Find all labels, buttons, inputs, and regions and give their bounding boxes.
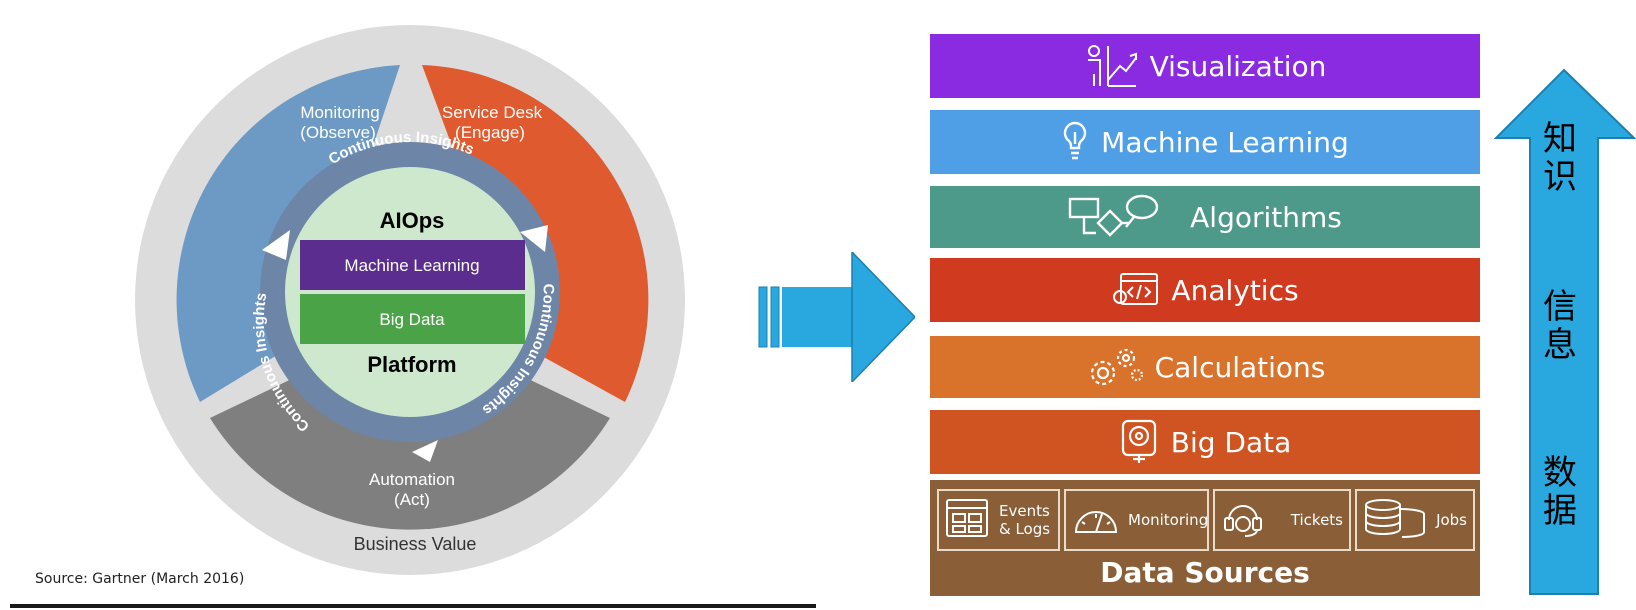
events-logs-label-2: & Logs — [999, 520, 1051, 538]
database-stack-icon — [1363, 498, 1429, 542]
source-tickets: Tickets — [1213, 489, 1351, 551]
source-events-logs: Events & Logs — [937, 489, 1060, 551]
knowledge-char-2: 识 — [1543, 157, 1577, 197]
machine-learning-label: Machine Learning — [344, 256, 479, 275]
events-logs-label-1: Events — [999, 502, 1050, 520]
lightbulb-icon — [1061, 120, 1089, 164]
window-layout-icon — [945, 496, 989, 544]
layer-analytics: Analytics — [930, 258, 1480, 322]
ring-arrowhead-bottom — [412, 440, 438, 462]
jobs-source-label: Jobs — [1436, 511, 1467, 529]
knowledge-char-1: 知 — [1543, 119, 1577, 159]
data-label: 数 据 — [1540, 454, 1580, 530]
data-sources-panel: Events & Logs Monitoring Tickets — [930, 480, 1480, 596]
layer-algorithms-label: Algorithms — [1190, 200, 1342, 234]
layer-machine-learning: Machine Learning — [930, 110, 1480, 174]
data-char-1: 数 — [1543, 453, 1577, 493]
layer-big-data: Big Data — [930, 410, 1480, 474]
monitoring-source-label: Monitoring — [1128, 511, 1209, 529]
automation-sublabel: (Act) — [394, 490, 430, 509]
gears-icon — [1085, 345, 1143, 389]
layer-visualization: Visualization — [930, 34, 1480, 98]
flowchart-icon — [1068, 193, 1160, 241]
big-data-label: Big Data — [379, 310, 445, 329]
aiops-title: AIOps — [380, 208, 445, 233]
data-char-2: 据 — [1543, 491, 1577, 531]
machine-learning-box — [300, 240, 525, 290]
data-sources-row: Events & Logs Monitoring Tickets — [937, 489, 1475, 551]
automation-segment — [210, 375, 610, 530]
source-note: Source: Gartner (March 2016) — [35, 571, 245, 587]
big-data-box — [300, 294, 525, 344]
gauge-icon — [1072, 500, 1120, 540]
layer-calculations: Calculations — [930, 336, 1480, 398]
data-sources-title: Data Sources — [1100, 556, 1310, 589]
service-desk-label: Service Desk — [442, 103, 543, 122]
layer-analytics-label: Analytics — [1171, 273, 1299, 307]
presenter-chart-icon — [1084, 44, 1138, 88]
layer-calculations-label: Calculations — [1154, 350, 1326, 384]
layer-algorithms: Algorithms — [930, 186, 1480, 248]
platform-title: Platform — [367, 352, 456, 377]
database-disk-icon — [1119, 419, 1159, 465]
platform-core — [285, 167, 535, 417]
knowledge-label: 知 识 — [1540, 120, 1580, 196]
information-char-1: 信 — [1543, 287, 1577, 327]
ring-arrowhead-right — [520, 225, 548, 252]
source-jobs: Jobs — [1355, 489, 1475, 551]
source-monitoring: Monitoring — [1064, 489, 1209, 551]
code-window-icon — [1111, 272, 1159, 308]
right-arrow-icon — [758, 252, 915, 382]
tickets-source-label: Tickets — [1290, 511, 1343, 529]
layer-visualization-label: Visualization — [1149, 49, 1327, 83]
monitoring-sublabel: (Observe) — [300, 123, 376, 142]
ring-arrowhead-left — [262, 230, 290, 260]
information-char-2: 息 — [1543, 325, 1577, 365]
layer-machine-learning-label: Machine Learning — [1101, 125, 1349, 159]
monitoring-label: Monitoring — [300, 103, 379, 122]
information-label: 信 息 — [1540, 288, 1580, 364]
footer-rule — [10, 604, 816, 608]
service-desk-sublabel: (Engage) — [455, 123, 525, 142]
headset-icon — [1221, 496, 1265, 544]
up-arrow-icon — [1494, 68, 1636, 595]
business-value-label: Business Value — [354, 534, 477, 554]
aiops-diagram: Monitoring (Observe) Service Desk (Engag… — [135, 25, 685, 575]
layer-big-data-label: Big Data — [1170, 425, 1292, 459]
automation-label: Automation — [369, 470, 455, 489]
